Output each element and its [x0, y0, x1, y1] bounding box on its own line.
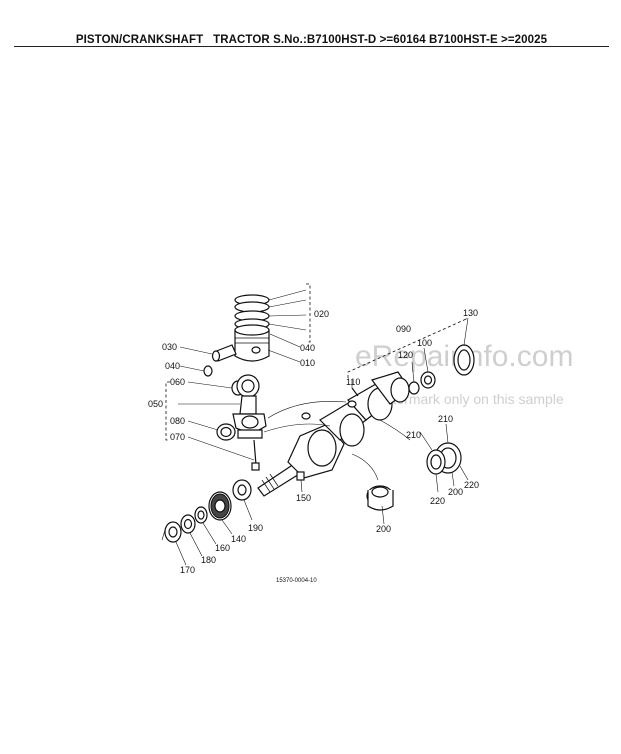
page-header: PISTON/CRANKSHAFT TRACTOR S.No.:B7100HST…: [14, 30, 609, 47]
crank-gear-nut: [232, 479, 252, 501]
callout-040-right: 040: [300, 343, 315, 353]
callout-210-left: 210: [406, 430, 421, 440]
ring-set-bracket: [306, 283, 311, 343]
crank-collar: [194, 506, 208, 524]
callout-040-left: 040: [165, 361, 180, 371]
piston-pin: [211, 344, 237, 362]
callout-220-right: 220: [464, 480, 479, 490]
crank-front-bearing: [420, 371, 436, 389]
crank-bushing: [408, 381, 420, 395]
main-bearing-lower: [366, 485, 394, 511]
piston: [234, 324, 270, 362]
callout-030: 030: [162, 342, 177, 352]
connecting-rod: [232, 374, 267, 439]
crankshaft-bracket: [347, 319, 465, 378]
crank-bolt: [296, 471, 305, 481]
callout-100: 100: [417, 338, 432, 348]
crank-oil-seal: [453, 344, 475, 376]
callout-160: 160: [215, 543, 230, 553]
circlip: [203, 365, 213, 377]
callout-050: 050: [148, 399, 163, 409]
callout-200-right: 200: [448, 487, 463, 497]
crankshaft: [257, 371, 411, 497]
conrod-bearing: [216, 423, 236, 441]
rear-bearing-case: [426, 442, 462, 475]
callout-020: 020: [314, 309, 329, 319]
callout-190: 190: [248, 523, 263, 533]
callout-150: 150: [296, 493, 311, 503]
page-title: PISTON/CRANKSHAFT TRACTOR S.No.:B7100HST…: [75, 34, 548, 46]
callout-090: 090: [396, 324, 411, 334]
crank-washer: [180, 514, 196, 534]
piston-rings: [234, 294, 270, 330]
callout-070: 070: [170, 432, 185, 442]
callout-200-bottom: 200: [376, 524, 391, 534]
crank-gear: [208, 491, 232, 521]
callout-110: 110: [346, 377, 360, 387]
callout-180: 180: [201, 555, 216, 565]
crank-key: [351, 387, 359, 397]
crank-nut: [164, 521, 182, 543]
figure-code: 15370-0004-10: [276, 578, 317, 584]
callout-010: 010: [300, 358, 315, 368]
callout-220-left: 220: [430, 496, 445, 506]
conrod-bracket: [165, 381, 170, 441]
callout-080: 080: [170, 416, 185, 426]
callout-130: 130: [463, 308, 478, 318]
callout-120: 120: [398, 350, 413, 360]
watermark-notice: Watermark only on this sample: [372, 391, 564, 407]
callout-170: 170: [180, 565, 195, 575]
callout-060: 060: [170, 377, 185, 387]
conrod-bolt: [251, 439, 260, 471]
callout-210-top: 210: [438, 414, 453, 424]
callout-140: 140: [231, 534, 246, 544]
